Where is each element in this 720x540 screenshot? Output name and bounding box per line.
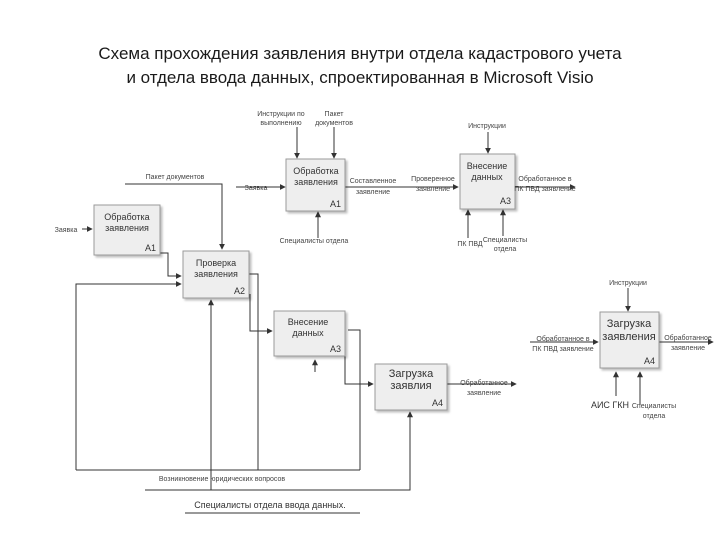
box-a2-id: A2 <box>234 286 245 296</box>
label-processed-1: Обработанное в <box>518 175 571 183</box>
label-zayavka-left: Заявка <box>55 227 78 234</box>
box-a4-mid-line2: заявлия <box>390 380 431 392</box>
box-a1-left: Обработка заявления A1 <box>93 204 161 256</box>
box-a3-mid-line2: данных <box>292 328 324 338</box>
box-a1-left-line1: Обработка <box>104 212 149 222</box>
label-processed-in-2: ПК ПВД заявление <box>532 346 593 353</box>
label-instr-top-2: выполнению <box>260 120 301 127</box>
box-a1-main-line2: заявления <box>294 177 338 187</box>
title-line-2: и отдела ввода данных, спроектированная … <box>126 68 594 87</box>
label-packet-top-2: документов <box>315 120 353 127</box>
arrow-feedback-loop <box>75 281 182 470</box>
box-a3-mid-line1: Внесение <box>288 317 329 327</box>
label-spec-a3-1: Специалисты <box>483 237 527 244</box>
label-processed-2: ПК ПВД заявление <box>514 186 575 193</box>
box-a1-main: Обработка заявления A1 <box>285 158 346 212</box>
box-a3-top-line1: Внесение <box>467 161 508 171</box>
box-a4-right-line1: Загрузка <box>607 318 652 330</box>
box-a2-line1: Проверка <box>196 258 236 268</box>
label-composed-1: Составленное <box>350 178 397 185</box>
line-legal-to-a2 <box>248 273 259 470</box>
label-zayavka-a1: Заявка <box>245 185 268 192</box>
label-checked-1: Проверенное <box>411 176 455 183</box>
box-a1-left-id: A1 <box>145 243 156 253</box>
label-composed-2: заявление <box>356 189 390 196</box>
arrow-packet-to-a2 <box>125 183 225 250</box>
box-a4-mid-line1: Загрузка <box>389 368 434 380</box>
label-spec-a3-2: отдела <box>494 246 517 253</box>
diagram-title: Схема прохождения заявления внутри отдел… <box>0 42 720 90</box>
label-processed-a4-2: заявление <box>467 390 501 397</box>
box-a2-line2: заявления <box>194 269 238 279</box>
label-checked-2: заявление <box>416 186 450 193</box>
box-a2: Проверка заявления A2 <box>182 250 250 299</box>
label-processed-in-1: Обработанное в <box>536 335 589 343</box>
box-a3-top-line2: данных <box>471 172 503 182</box>
box-a3-mid: Внесение данных A3 <box>273 310 346 357</box>
label-instr-a3: Инструкции <box>468 123 506 130</box>
box-a4-mid-id: A4 <box>432 398 443 408</box>
arrow-labels: Инструкции по выполнению Пакет документо… <box>55 111 712 510</box>
arrow-a3-to-a4 <box>344 356 374 387</box>
box-a4-right-line2: заявления <box>602 331 655 343</box>
box-a4-right-id: A4 <box>644 356 655 366</box>
arrow-a2-to-a3 <box>249 294 273 334</box>
label-processed-out-2: заявление <box>671 345 705 352</box>
line-a3-feedback <box>348 329 361 470</box>
box-a3-top-id: A3 <box>500 196 511 206</box>
box-a3-top: Внесение данных A3 <box>459 153 516 210</box>
label-specialists-a1: Специалисты отдела <box>280 238 349 245</box>
box-a1-left-line2: заявления <box>105 223 149 233</box>
label-spec-right-2: отдела <box>643 413 666 420</box>
label-packet-docs: Пакет документов <box>146 174 205 181</box>
title-line-1: Схема прохождения заявления внутри отдел… <box>98 44 622 63</box>
box-a4-right: Загрузка заявления A4 <box>599 311 660 369</box>
label-pk-pvd: ПК ПВД <box>457 241 483 248</box>
label-ais-gkn: АИС ГКН <box>591 400 629 410</box>
box-a1-main-id: A1 <box>330 199 341 209</box>
label-processed-a4-1: Обработанное <box>460 379 508 387</box>
label-instr-right: Инструкции <box>609 280 647 287</box>
connector-lines <box>75 127 714 491</box>
label-legal-questions: Возникновение юридических вопросов <box>159 476 286 483</box>
label-processed-out-1: Обработанное <box>664 334 712 342</box>
arrow-mech-to-a4 <box>145 411 413 491</box>
label-specialists-bottom: Специалисты отдела ввода данных. <box>194 500 345 510</box>
label-spec-right-1: Специалисты <box>632 403 676 410</box>
label-instr-top-1: Инструкции по <box>257 111 305 118</box>
arrow-left-a1-to-a2 <box>160 252 182 279</box>
box-a1-main-line1: Обработка <box>293 166 338 176</box>
label-packet-top-1: Пакет <box>325 111 345 118</box>
box-a4-mid: Загрузка заявлия A4 <box>374 363 448 411</box>
box-a3-mid-id: A3 <box>330 344 341 354</box>
